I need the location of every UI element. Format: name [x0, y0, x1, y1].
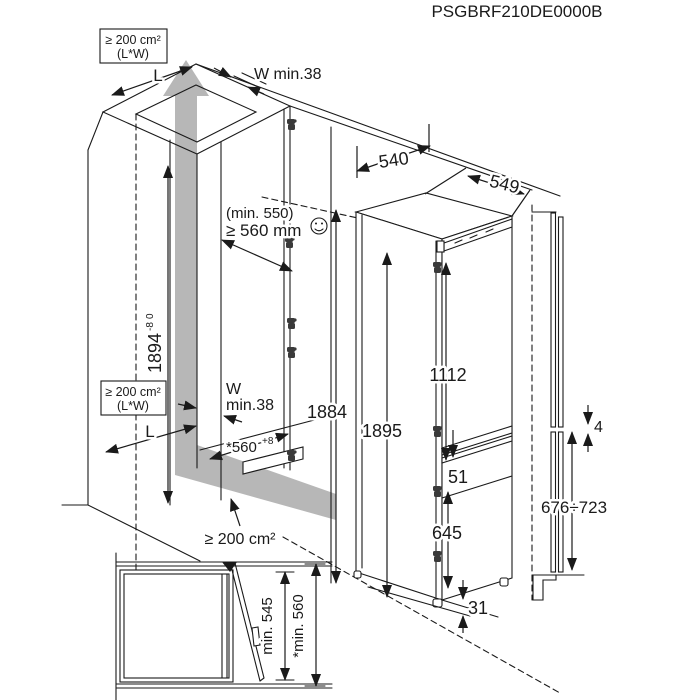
vent-bottom-area: ≥ 200 cm²: [204, 531, 276, 548]
dim-31: 31: [468, 598, 488, 618]
dim-4: 4: [594, 419, 603, 436]
ventilation-top-box: ≥ 200 cm² (L*W): [99, 28, 168, 64]
vent-area-label: ≥ 200 cm²: [105, 385, 161, 399]
dimension-lines: [105, 66, 593, 687]
vent-area-label: ≥ 200 cm²: [105, 33, 161, 47]
top-view-inset: [115, 552, 333, 700]
dim-540: 540: [377, 148, 410, 172]
dim-min-545: min. 545: [259, 597, 276, 655]
hinge-icon: [287, 347, 297, 358]
hinge-icon: [287, 318, 297, 329]
wall-thickness-mid-w: W: [226, 381, 242, 398]
dim-1894-tolerance: 1894 0 -8: [143, 311, 168, 376]
refrigerator-unit: [353, 192, 514, 618]
ventilation-mid-box: ≥ 200 cm² (L*W): [100, 380, 167, 416]
decor-door-panel: [531, 211, 585, 601]
vent-formula-label: (L*W): [117, 399, 149, 413]
niche-height-tol-lower: -8: [145, 322, 156, 331]
niche-depth-recommended: ≥ 560 mm: [226, 221, 301, 240]
length-label-mid: L: [145, 422, 154, 441]
hinge-icon: [287, 119, 297, 130]
dim-549: 549: [487, 171, 521, 198]
dim-676-723: 676÷723: [541, 498, 607, 517]
niche-height-tol-upper: 0: [145, 313, 156, 319]
niche-depth-note: (min. 550): [226, 205, 294, 222]
wall-thickness-top: W min.38: [254, 66, 322, 83]
smiley-face-icon: [310, 217, 328, 235]
dim-1112: 1112: [429, 365, 466, 385]
model-number: PSGBRF210DE0000B: [431, 2, 602, 21]
dim-min-560: *min. 560: [290, 594, 307, 657]
length-label-top: L: [153, 66, 162, 85]
dim-51: 51: [448, 467, 468, 487]
dim-645: 645: [432, 523, 462, 543]
dim-560-star: *560: [226, 439, 257, 456]
niche-height: 1894: [145, 333, 165, 373]
wall-thickness-mid-value: min.38: [226, 397, 274, 414]
airflow-arrow-icon: [163, 60, 336, 520]
dim-1884: 1884: [307, 402, 347, 422]
door-handle: [251, 626, 261, 647]
dim-560-star-tol: +8: [262, 436, 274, 447]
door-pivot-corner: [222, 562, 237, 572]
vent-formula-label: (L*W): [117, 47, 149, 61]
dim-1895: 1895: [362, 421, 402, 441]
